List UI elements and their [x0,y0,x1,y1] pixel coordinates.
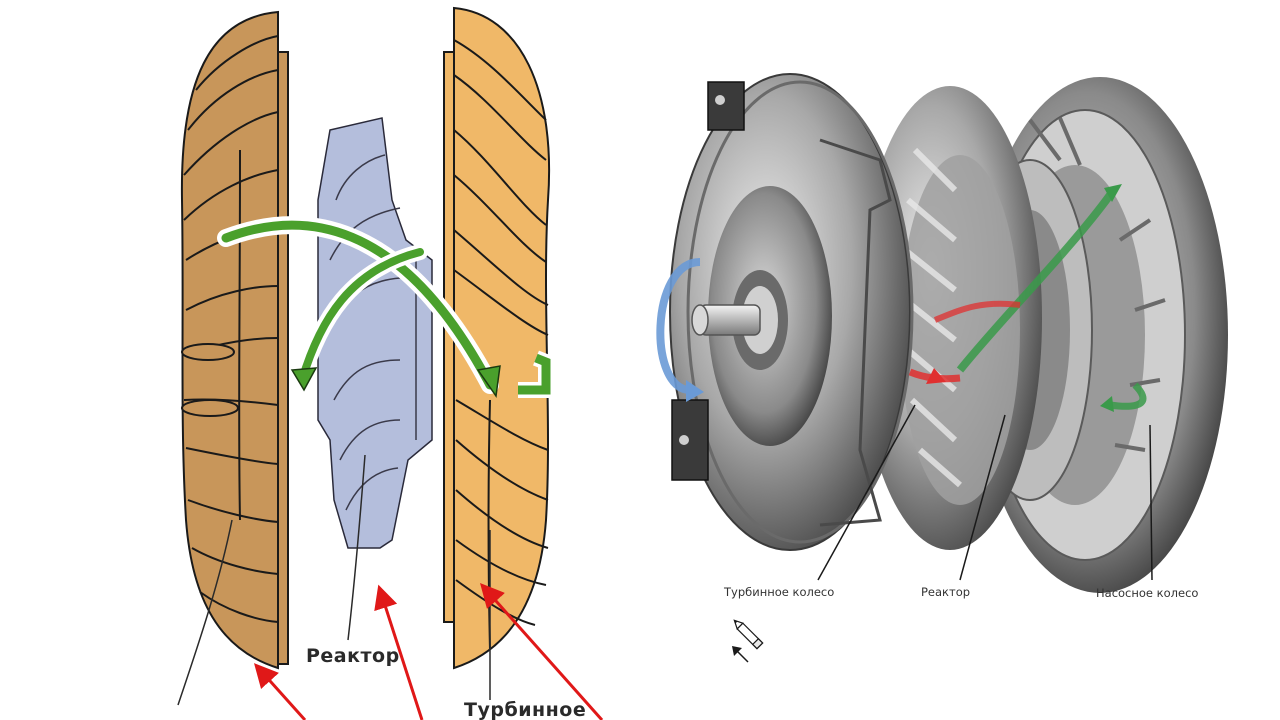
flow-arrows [217,216,554,399]
rotation-arrowhead-icon [686,380,704,402]
leader-lines-3d [817,404,1153,581]
flow-arrows-3d [908,184,1147,412]
red-pointer-arrows [253,583,604,720]
label-reactor-right: Реактор [921,585,970,599]
leader-lines [177,454,491,706]
right-cutaway: Турбинное колесо Реактор Насосное колесо [656,73,1228,600]
rotation-arrow-icon [656,258,701,394]
label-reactor-left: Реактор [306,645,400,667]
left-schematic: Реактор Турбинное [177,6,604,720]
pointer-arrow-reactor [374,584,424,720]
pump-wheel [180,10,289,670]
turbine-wheel [443,6,551,670]
pointer-arrow-pump [253,663,307,720]
front-cover [669,73,914,551]
label-turbine-left: Турбинное [464,699,586,720]
cursor-arrow-icon [732,646,749,663]
pointer-arrow-turbine [480,583,604,720]
label-turbine-right: Турбинное колесо [723,585,834,599]
label-pump-right: Насосное колесо [1096,586,1198,600]
reactor [317,117,433,549]
pencil-cursor-icon [732,619,764,663]
turbine-wheel-3d [858,86,1042,550]
